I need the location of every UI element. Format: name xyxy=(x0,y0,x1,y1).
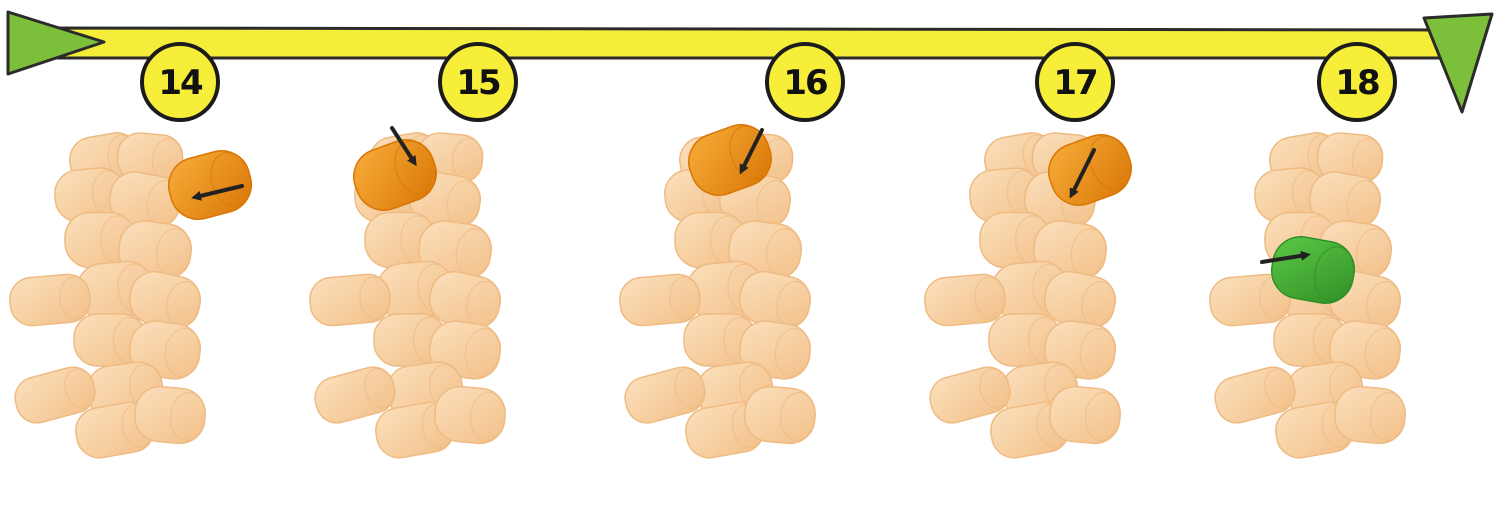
triangle-right-icon xyxy=(8,12,104,74)
step-number: 17 xyxy=(1053,63,1096,103)
step-number: 15 xyxy=(456,63,500,103)
faded-piece xyxy=(8,273,92,328)
faded-piece xyxy=(923,273,1007,328)
faded-piece xyxy=(308,273,392,328)
step-15: 15 xyxy=(308,44,516,461)
step-16: 16 xyxy=(618,44,843,461)
step-badge: 16 xyxy=(767,44,843,120)
timeline xyxy=(8,12,1492,112)
faded-piece xyxy=(1048,385,1123,446)
faded-piece xyxy=(743,385,818,446)
timeline-track xyxy=(40,28,1455,58)
step-17: 17 xyxy=(923,44,1139,461)
step-number: 14 xyxy=(158,63,203,103)
step-badge: 17 xyxy=(1037,44,1113,120)
faded-piece xyxy=(1333,385,1408,446)
triangle-down-icon xyxy=(1424,14,1492,112)
faded-piece xyxy=(618,273,702,328)
step-14: 14 xyxy=(8,44,258,461)
step-badge: 14 xyxy=(142,44,218,120)
faded-piece xyxy=(133,385,208,446)
step-badge: 15 xyxy=(440,44,516,120)
steps: 14 15 16 17 18 xyxy=(8,44,1407,461)
faded-piece xyxy=(433,385,508,446)
step-18: 18 xyxy=(1208,44,1407,461)
step-number: 16 xyxy=(783,63,827,103)
step-badge: 18 xyxy=(1319,44,1395,120)
step-number: 18 xyxy=(1335,63,1379,103)
